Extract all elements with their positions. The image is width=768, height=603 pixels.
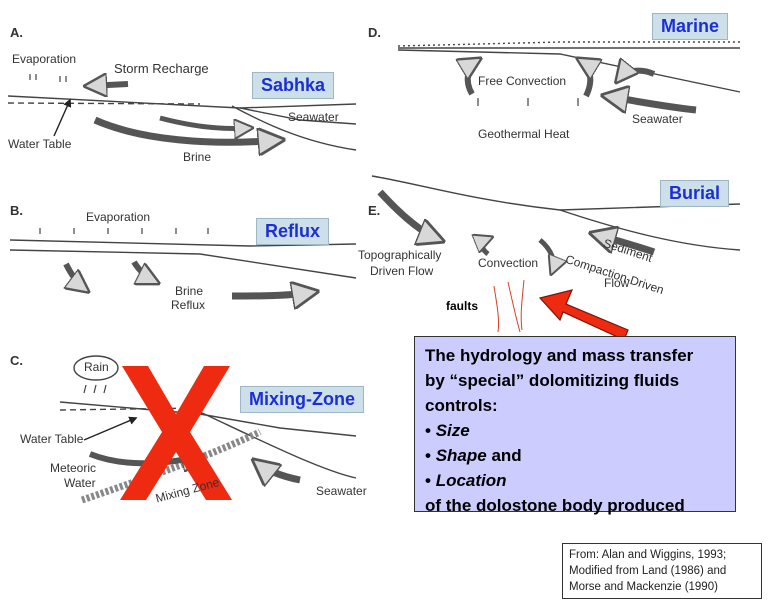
panel-c-letter: C. bbox=[10, 353, 23, 368]
panel-d-label-1: Geothermal Heat bbox=[478, 127, 570, 141]
callout-item-size-text: Size bbox=[435, 421, 470, 440]
panel-e-label-0: Topographically bbox=[358, 248, 442, 262]
panel-a-label-3: Water Table bbox=[8, 137, 72, 151]
panel-a-label-4: Brine bbox=[183, 150, 212, 164]
callout-item-location: • Location bbox=[425, 468, 725, 493]
panel-c-label-0: Rain bbox=[84, 360, 109, 374]
panel-c-label-1: Water Table bbox=[20, 432, 84, 446]
callout-bullet: • bbox=[425, 421, 431, 440]
panel-a-label-1: Storm Recharge bbox=[114, 61, 209, 76]
panel-a-label-2: Seawater bbox=[288, 110, 339, 124]
panel-e-sketch bbox=[371, 175, 741, 333]
panel-e-tag: Burial bbox=[660, 180, 730, 207]
panel-d-label-2: Seawater bbox=[632, 112, 683, 126]
callout-item-shape: • Shape and bbox=[425, 443, 725, 468]
panel-a-letter: A. bbox=[10, 25, 23, 40]
panel-c-tag: Mixing-Zone bbox=[240, 386, 364, 413]
panel-d-sketch bbox=[397, 41, 741, 110]
panel-e-letter: E. bbox=[368, 203, 381, 218]
panel-b-letter: B. bbox=[10, 203, 23, 218]
credit-line-3: Morse and Mackenzie (1990) bbox=[569, 581, 718, 593]
callout-line-2: by “special” dolomitizing fluids bbox=[425, 371, 680, 390]
callout-item-shape-text: Shape bbox=[435, 446, 487, 465]
callout-item-location-text: Location bbox=[435, 471, 507, 490]
panel-d-label-0: Free Convection bbox=[478, 74, 567, 88]
panel-a-sketch bbox=[7, 74, 357, 150]
callout-line-last: of the dolostone body produced bbox=[425, 496, 685, 515]
callout-item-size: • Size bbox=[425, 418, 725, 443]
red-x-mark bbox=[120, 366, 232, 500]
callout-bullet: • bbox=[425, 446, 431, 465]
credit-line-1: From: Alan and Wiggins, 1993; bbox=[569, 549, 727, 561]
credit-box: From: Alan and Wiggins, 1993; Modified f… bbox=[562, 543, 762, 599]
panel-b-label-1: Brine bbox=[175, 284, 204, 298]
panel-e-label-2: Convection bbox=[478, 256, 539, 270]
panel-e-label-5: Flow bbox=[604, 276, 630, 290]
panel-e-label-1: Driven Flow bbox=[370, 264, 434, 278]
panel-b-label-2: Reflux bbox=[171, 298, 206, 312]
panel-c-label-2: Meteoric bbox=[50, 461, 97, 475]
red-arrow bbox=[538, 289, 629, 341]
panel-b-label-0: Evaporation bbox=[86, 210, 151, 224]
callout-box: The hydrology and mass transfer by “spec… bbox=[414, 336, 736, 515]
panel-a-label-0: Evaporation bbox=[12, 52, 77, 66]
credit-line-2: Modified from Land (1986) and bbox=[569, 565, 727, 577]
panel-c-label-5: Seawater bbox=[316, 484, 367, 498]
panel-d-letter: D. bbox=[368, 25, 381, 40]
callout-item-shape-suffix: and bbox=[491, 446, 522, 465]
panel-b-tag: Reflux bbox=[256, 218, 330, 245]
callout-line-3: controls: bbox=[425, 396, 498, 415]
faults-label: faults bbox=[446, 299, 479, 313]
panel-a-tag: Sabhka bbox=[252, 72, 335, 99]
callout-bullet: • bbox=[425, 471, 431, 490]
panel-c-label-3: Water bbox=[64, 476, 96, 490]
panel-d-tag: Marine bbox=[652, 13, 729, 40]
callout-line-1: The hydrology and mass transfer bbox=[425, 346, 694, 365]
